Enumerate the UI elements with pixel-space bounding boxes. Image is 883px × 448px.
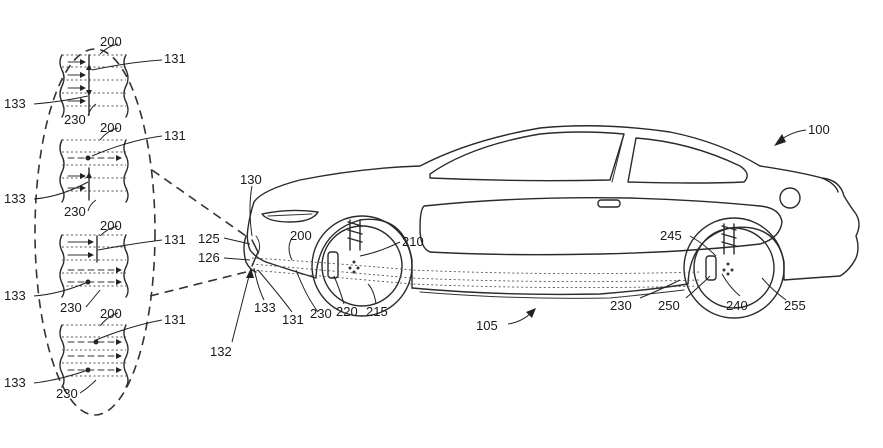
inset3-label-230: 230: [60, 300, 82, 315]
inset2-label-133: 133: [4, 191, 26, 206]
inset2-label-131: 131: [164, 128, 186, 143]
front-nose: [243, 235, 259, 273]
label-126: 126: [198, 250, 220, 265]
label-200: 200: [290, 228, 312, 243]
inset3-label-131: 131: [164, 232, 186, 247]
inset1-label-131: 131: [164, 51, 186, 66]
label-132: 132: [210, 344, 232, 359]
label-255: 255: [784, 298, 806, 313]
inset-labels: 200 131 133 230 200 131 133 230 200 131 …: [4, 34, 186, 401]
label-230-front: 230: [310, 306, 332, 321]
rear-wheel: [683, 217, 785, 319]
label-220: 220: [336, 304, 358, 319]
inset2-label-230: 230: [64, 204, 86, 219]
inset-3: [59, 234, 129, 298]
inset1-label-200: 200: [100, 34, 122, 49]
inset4-label-200: 200: [100, 306, 122, 321]
zoom-line-top: [151, 169, 247, 237]
label-250: 250: [658, 298, 680, 313]
label-130: 130: [240, 172, 262, 187]
label-105: 105: [476, 318, 498, 333]
inset-4: [59, 324, 129, 388]
detail-oval: [34, 48, 156, 416]
inset-2: [59, 139, 129, 203]
front-wheel: [311, 215, 413, 317]
label-210: 210: [402, 234, 424, 249]
inset1-label-133: 133: [4, 96, 26, 111]
label-215: 215: [366, 304, 388, 319]
inset2-label-200: 200: [100, 120, 122, 135]
label-240: 240: [726, 298, 748, 313]
inset3-label-200: 200: [100, 218, 122, 233]
label-125: 125: [198, 231, 220, 246]
label-131: 131: [282, 312, 304, 327]
label-245: 245: [660, 228, 682, 243]
main-leaders: [223, 129, 807, 343]
label-230-rear: 230: [610, 298, 632, 313]
inset4-label-133: 133: [4, 375, 26, 390]
car-body: [246, 125, 860, 299]
zoom-line-bottom: [149, 271, 247, 297]
main-labels: 100 130 125 126 200 210 132 133 131 230 …: [198, 122, 830, 359]
inset1-label-230: 230: [64, 112, 86, 127]
inset4-label-230: 230: [56, 386, 78, 401]
inset3-label-133: 133: [4, 288, 26, 303]
inset-1: [59, 54, 129, 118]
label-133: 133: [254, 300, 276, 315]
label-100: 100: [808, 122, 830, 137]
inset-leaders: [33, 43, 163, 394]
inset4-label-131: 131: [164, 312, 186, 327]
underbody-flow: [251, 257, 701, 289]
